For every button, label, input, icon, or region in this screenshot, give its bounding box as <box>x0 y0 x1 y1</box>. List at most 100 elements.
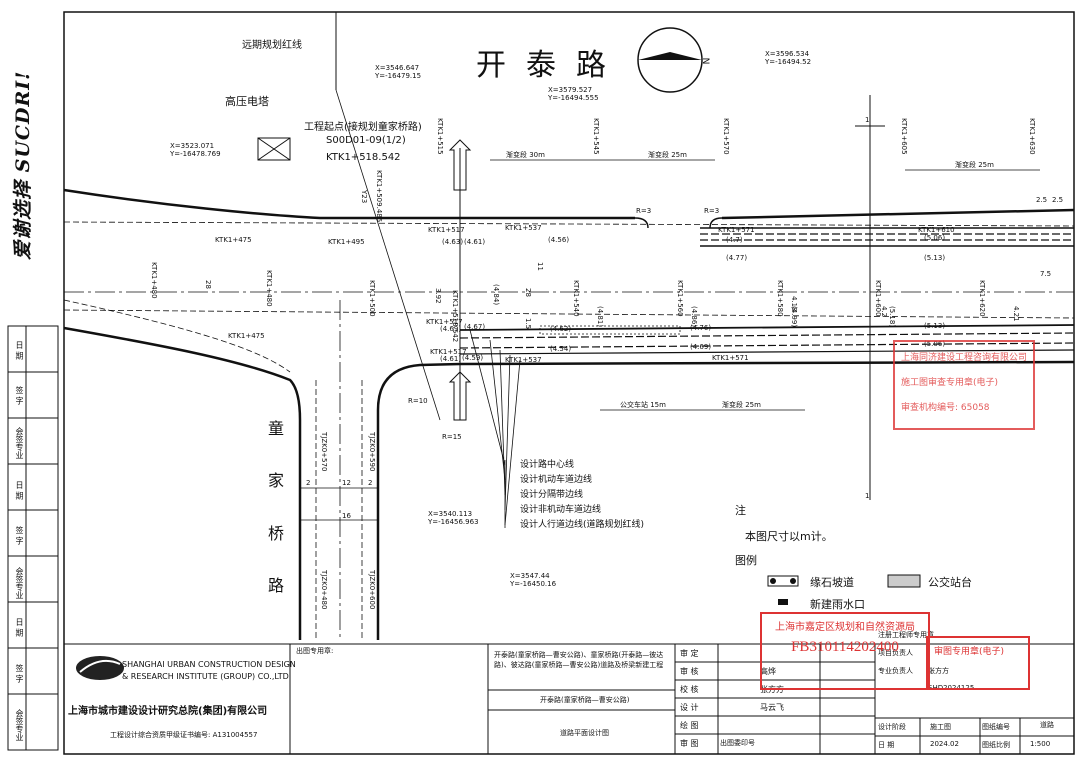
elev-486: (4.86) <box>690 306 698 328</box>
width-42: 4.2 <box>880 306 888 318</box>
role-review: 审 核 <box>680 667 699 676</box>
start-point-line3: KTK1+518.542 <box>326 152 401 163</box>
width-12: 12 <box>342 479 351 487</box>
notes-body: 本图尺寸以m计。 <box>745 530 833 543</box>
mark-517b: KTK1+517 <box>426 318 463 326</box>
elev-484: (4.84) <box>492 284 500 306</box>
width-25b: 2.5 <box>1052 196 1064 204</box>
label-pm: 项目负责人 <box>878 649 913 657</box>
elev-469: (4.69) <box>440 325 462 333</box>
role-audit: 审 图 <box>680 739 699 748</box>
width-11: 11 <box>536 262 544 271</box>
elev-476: (4.76) <box>690 324 712 332</box>
pm-name: 张方方 <box>928 667 949 675</box>
elev-461: (4.61) <box>464 238 486 246</box>
legend-motor: 设计机动车道边线 <box>520 475 593 485</box>
elev-506b: (5.06) <box>924 340 946 348</box>
review-stamp: 上海同济建设工程咨询有限公司 施工图审查专用章(电子) 审查机构编号: 6505… <box>893 340 1035 430</box>
station-y23: Y23 <box>360 190 368 204</box>
side-dept-2: 会签专业 <box>15 567 24 599</box>
tj-570: TJZK0+570 <box>320 432 328 472</box>
radius-3b: R=3 <box>704 207 720 215</box>
station-top-5: KTK1+630 <box>1028 118 1036 155</box>
radius-10: R=10 <box>408 397 428 405</box>
mark-571b: KTK1+571 <box>712 354 749 362</box>
side-road-char-1: 童 <box>268 419 285 438</box>
signer-3: 马云飞 <box>760 703 784 712</box>
mark-571a: KTK1+571 <box>718 226 755 234</box>
side-sign-3: 签 字 <box>15 663 24 683</box>
dim-25b: 渐变段 25m <box>955 161 994 169</box>
side-sign-2: 签 字 <box>15 525 24 545</box>
dim-30: 渐变段 30m <box>506 151 545 159</box>
legend-center: 设计路中心线 <box>520 460 575 470</box>
mark-517c: KTK1+517 <box>430 348 467 356</box>
north-label: N <box>702 57 713 65</box>
legend-ramp: 缘石坡道 <box>810 576 854 589</box>
station-480a: KTK1+480 <box>150 262 158 299</box>
axis-1: 1 <box>865 492 870 500</box>
dim-25a: 渐变段 25m <box>648 151 687 159</box>
elev-506: (5.06) <box>924 234 946 242</box>
elev-463: (4.63) <box>442 238 464 246</box>
side-date-2: 日 期 <box>15 480 24 500</box>
width-15: 1.5 <box>524 318 532 330</box>
tj-480: TJZK0+480 <box>320 570 328 610</box>
station-509: KTK1+509.485 <box>375 170 383 223</box>
elev-518: (5.18) <box>888 306 896 328</box>
side-road-char-4: 路 <box>268 576 285 595</box>
legend-nonmotor: 设计非机动车道边线 <box>520 505 602 515</box>
start-point-line1: 工程起点(接规划童家桥路) <box>304 122 422 133</box>
elev-461b: (4.61) <box>440 355 462 363</box>
elev-459: (4.59) <box>462 354 484 362</box>
side-dept-1: 会签专业 <box>15 427 24 459</box>
scale-value: 1:500 <box>1030 740 1051 748</box>
elev-513: (5.13) <box>924 254 946 262</box>
width-2b: 2 <box>368 479 373 487</box>
width-2a: 2 <box>306 479 311 487</box>
company-en-2: & RESEARCH INSTITUTE (GROUP) CO.,LTD. <box>122 672 292 681</box>
phase-value: 施工图 <box>930 723 951 731</box>
radius-3a: R=3 <box>636 207 652 215</box>
role-approve: 审 定 <box>680 649 699 658</box>
station-560: KTK1+560 <box>676 280 684 317</box>
axis-1b: 1 <box>865 116 870 124</box>
station-540: KTK1+540 <box>572 280 580 317</box>
width-421: 4.21 <box>1012 306 1020 322</box>
label-date: 日 期 <box>878 741 895 749</box>
elev-47: (4.7) <box>726 236 743 244</box>
elev-513b: (5.13) <box>924 322 946 330</box>
label-scale: 图纸比例 <box>982 741 1010 749</box>
elev-462: (4.62) <box>550 325 572 333</box>
side-sign-1: 签 字 <box>15 385 24 405</box>
notes-title: 注 <box>735 504 746 517</box>
elev-454: (4.54) <box>550 345 572 353</box>
side-road-char-3: 桥 <box>268 524 285 543</box>
signer-1: 高烨 <box>760 667 776 676</box>
dim-25c: 渐变段 25m <box>722 401 761 409</box>
station-top-3: KTK1+570 <box>722 118 730 155</box>
tj-590: TJZK0+590 <box>368 432 376 472</box>
date-value: 2024.02 <box>930 740 959 748</box>
width-25a: 2.5 <box>1036 196 1048 204</box>
station-475b: KTK1+475 <box>228 332 265 340</box>
mark-517a: KTK1+517 <box>428 226 465 234</box>
width-28: 28 <box>524 288 532 297</box>
seal-area: 出图专用章: <box>296 647 334 655</box>
radius-15: R=15 <box>442 433 462 441</box>
label-engineer-seal: 注册工程师专用章 <box>878 631 934 639</box>
elev-477: (4.77) <box>726 254 748 262</box>
station-top-4: KTK1+605 <box>900 118 908 155</box>
side-date-1: 日 期 <box>15 340 24 360</box>
station-top-2: KTK1+545 <box>592 118 600 155</box>
start-point-line2: S00D01-09(1/2) <box>326 135 406 146</box>
side-road-char-2: 家 <box>268 471 285 490</box>
station-580: KTK1+580 <box>776 280 784 317</box>
legend-title: 图例 <box>735 554 757 567</box>
side-dept-3: 会签专业 <box>15 709 24 741</box>
